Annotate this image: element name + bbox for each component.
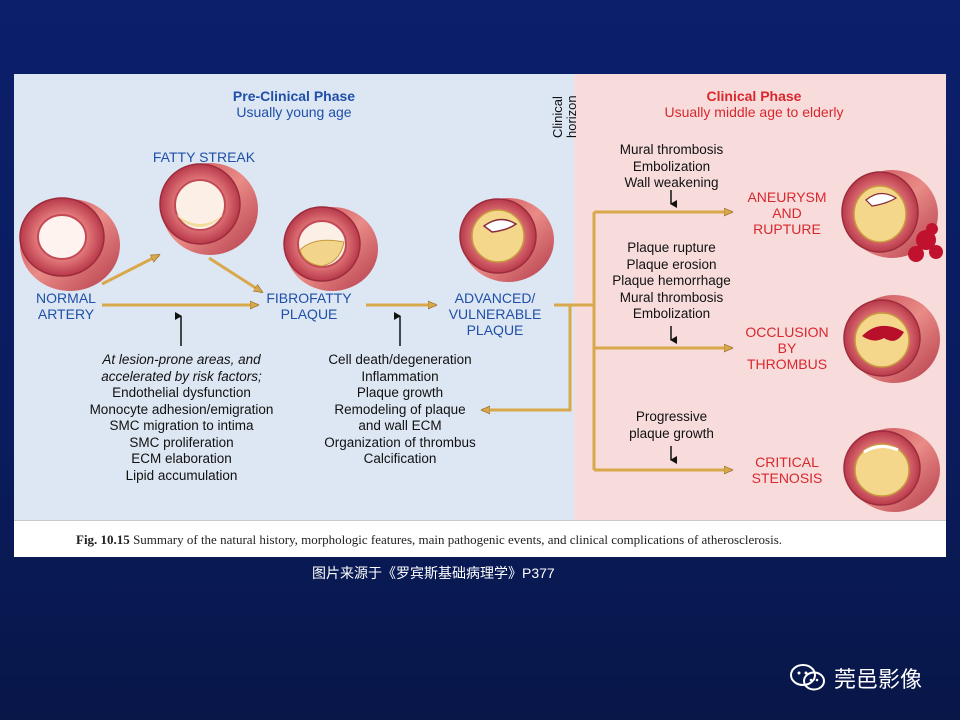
occlusion-events-list: Plaque rupture Plaque erosion Plaque hem… [612,240,731,321]
pre-clinical-panel [14,74,574,520]
normal-artery-label: NORMAL ARTERY [36,290,96,322]
occlusion-illustration [843,295,940,383]
pre-clinical-subtitle: Usually young age [236,104,352,120]
figure-caption: Fig. 10.15 Summary of the natural histor… [76,532,782,548]
diagram-graphics [19,163,943,512]
atherosclerosis-figure: Pre-Clinical Phase Usually young age Cli… [14,74,946,557]
fatty-streak-label: FATTY STREAK [152,149,256,165]
advanced-plaque-illustration [459,198,554,282]
watermark: 莞邑影像 [790,662,922,694]
advanced-plaque-label: ADVANCED/ VULNERABLE PLAQUE [448,290,542,338]
figure-caption-text: Summary of the natural history, morpholo… [129,532,783,547]
fibrofatty-plaque-label: FIBROFATTY PLAQUE [266,290,352,322]
clinical-subtitle: Usually middle age to elderly [664,104,844,120]
clinical-horizon-label: Clinical horizon [550,95,579,138]
wechat-icon [790,664,825,691]
critical-stenosis-illustration [843,428,940,512]
plaque-events-list: Cell death/degeneration Inflammation Pla… [324,352,476,466]
watermark-text: 莞邑影像 [834,667,923,692]
stenosis-events-list: Progressive plaque growth [629,409,714,441]
fatty-streak-illustration [159,163,258,255]
pre-clinical-header: Pre-Clinical Phase Usually young age [229,88,359,120]
source-note: 图片来源于《罗宾斯基础病理学》P377 [312,565,555,581]
figure-number: Fig. 10.15 [76,532,130,547]
stenosis-label: CRITICAL STENOSIS [751,454,823,486]
normal-artery-illustration [19,197,120,291]
aneurysm-events-list: Mural thrombosis Embolization Wall weake… [619,142,724,190]
occlusion-label: OCCLUSION BY THROMBUS [745,324,829,372]
progression-arrows [101,212,732,470]
event-arrows [175,190,677,464]
aneurysm-illustration [841,170,943,262]
risk-events-list: At lesion-prone areas, and accelerated b… [89,352,274,483]
pre-clinical-title: Pre-Clinical Phase [232,88,356,104]
figure-caption-bar: Fig. 10.15 Summary of the natural histor… [14,520,946,557]
clinical-header: Clinical Phase Usually middle age to eld… [644,88,864,120]
aneurysm-label: ANEURYSM AND RUPTURE [747,189,827,237]
fibrofatty-plaque-illustration [283,206,378,291]
clinical-title: Clinical Phase [706,88,802,104]
